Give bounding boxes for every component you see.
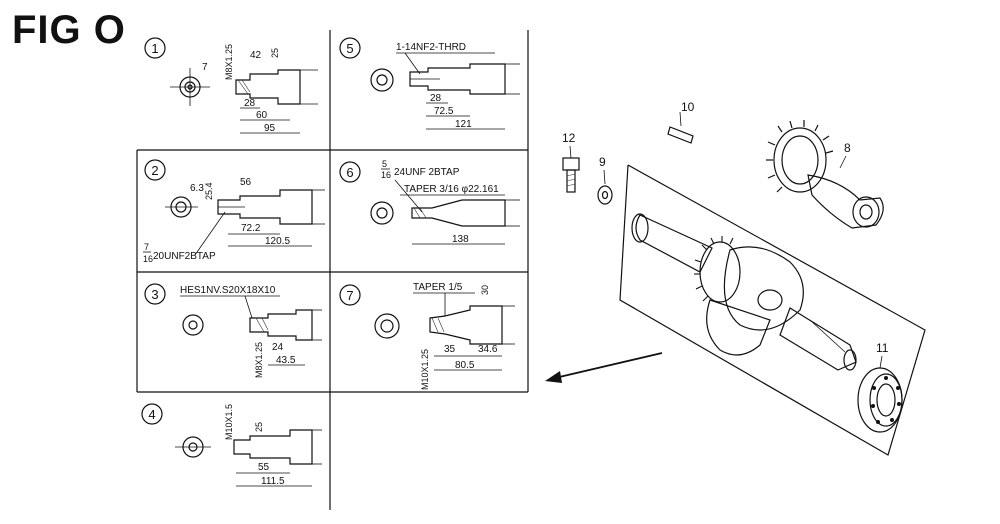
dim-label: 43.5: [276, 355, 296, 366]
assembly-enclosure: [619, 164, 926, 456]
callout-number: 8: [844, 141, 851, 155]
dim-label: 111.5: [261, 476, 285, 487]
thread-spec: 1-14NF2-THRD: [396, 42, 466, 53]
panel-7: 7 TAPER 1/5 30 35 34.6 80.5 M10X1.25: [339, 282, 515, 390]
key-part: 10: [667, 100, 695, 144]
dim-label: 28: [244, 98, 256, 109]
dim-label: 120.5: [265, 236, 290, 247]
dim-label: 25: [254, 422, 264, 432]
figure-title: FIG O: [12, 8, 126, 52]
dim-label: 24: [272, 342, 284, 353]
dim-label: 55: [258, 462, 270, 473]
panel-5: 5 1-14NF2-THRD 28 72.5 121: [339, 37, 520, 130]
dim-label: M10X1.5: [224, 404, 234, 440]
dim-label: M8X1.25: [254, 342, 264, 378]
dim-label: 34.6: [478, 344, 498, 355]
variant-number: 5: [346, 41, 353, 56]
variant-number: 1: [151, 41, 158, 56]
callout-number: 9: [599, 155, 606, 169]
thread-fraction-numerator: 7: [144, 242, 149, 252]
dim-label: 56: [240, 177, 252, 188]
dim-label: 7: [202, 62, 208, 73]
camshaft-gear-part: 8: [766, 120, 884, 229]
thread-fraction-numerator: 5: [382, 159, 387, 169]
thread-fraction-denominator: 16: [381, 170, 391, 180]
variant-number-circle: [144, 37, 166, 59]
callout-number: 12: [562, 131, 576, 145]
panel-6: 6 5 16 24UNF 2BTAP TAPER 3/16 φ22.161 13…: [339, 159, 520, 245]
dim-label: 72.2: [241, 223, 261, 234]
variant-number: 6: [346, 165, 353, 180]
dim-label: 35: [444, 344, 456, 355]
taper-spec: TAPER 3/16 φ22.161: [404, 184, 499, 195]
variant-number: 7: [346, 288, 353, 303]
variant-number: 3: [151, 287, 158, 302]
crankshaft-part: [631, 213, 857, 371]
callout-number: 11: [876, 341, 889, 355]
spline-spec: HES1NV.S20X18X10: [180, 285, 276, 296]
taper-spec: TAPER 1/5: [413, 282, 463, 293]
variant-number: 4: [148, 407, 155, 422]
variant-number: 2: [151, 163, 158, 178]
dim-label: 121: [455, 119, 472, 130]
bearing-part: 11: [857, 341, 903, 433]
dim-label: 25.4: [204, 182, 214, 200]
thread-spec: 24UNF 2BTAP: [394, 167, 460, 178]
dim-label: 60: [256, 110, 268, 121]
panel-2: 2 6.3 25.4 56 72.2 120.5 7 16 20UNF2BTAP: [143, 159, 325, 264]
dim-label: 72.5: [434, 106, 454, 117]
dim-label: 80.5: [455, 360, 475, 371]
dim-label: 42: [250, 50, 262, 61]
callout-number: 10: [681, 100, 695, 114]
panel-grid: [136, 30, 529, 510]
bolt-part: 12: [562, 131, 580, 193]
thread-fraction-denominator: 16: [143, 254, 153, 264]
dim-label: 6.3: [190, 183, 204, 194]
dim-label: 25: [270, 48, 280, 58]
dim-label: 95: [264, 123, 276, 134]
dim-label: M8X1.25: [224, 44, 234, 80]
dim-label: M10X1.25: [420, 349, 430, 390]
dim-label: 30: [480, 285, 490, 295]
panel-4: 4 M10X1.5 25 55 111.5: [141, 403, 322, 487]
panel-3: 3 HES1NV.S20X18X10 M8X1.25 24 43.5: [144, 283, 322, 378]
dim-label: 28: [430, 93, 442, 104]
dim-label: 138: [452, 234, 469, 245]
thread-spec: 20UNF2BTAP: [153, 251, 216, 262]
washer-part: 9: [597, 155, 613, 205]
panel-1: 1 7 M8X1.25 42 25 28 60 95: [144, 37, 318, 134]
pointer-arrow: [545, 352, 663, 383]
